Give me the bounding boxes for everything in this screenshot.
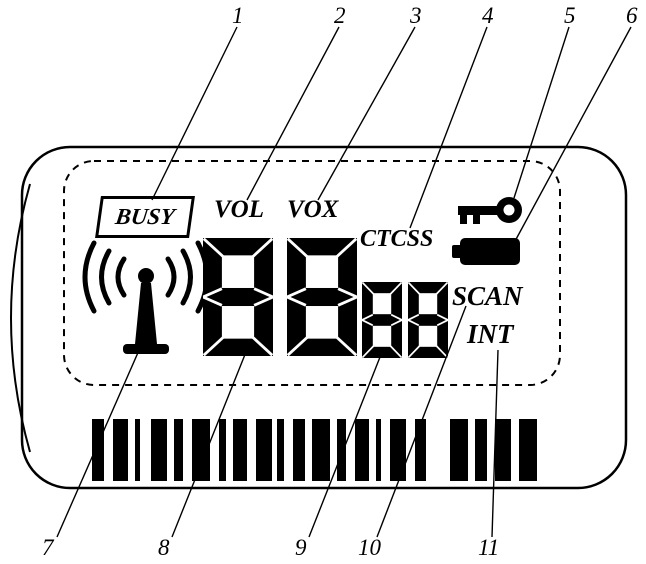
large-digit-group [203, 238, 357, 356]
zebra-bar [277, 419, 284, 481]
zebra-bar [293, 419, 305, 481]
battery-icon [452, 238, 520, 265]
zebra-bar [233, 419, 247, 481]
zebra-bar [450, 419, 468, 481]
callout-1: 1 [232, 3, 244, 28]
zebra-strip [92, 419, 537, 481]
leader-line-2 [246, 26, 340, 201]
zebra-bar [495, 419, 511, 481]
leader-line-6 [513, 26, 632, 244]
callout-10: 10 [358, 535, 381, 560]
viewing-area-dashed-border [63, 160, 561, 386]
int-label: INT [467, 319, 514, 349]
callout-3: 3 [410, 3, 422, 28]
signal-waves-icon [82, 240, 210, 314]
callout-11: 11 [478, 535, 500, 560]
zebra-bar [219, 419, 226, 481]
leader-line-11 [491, 349, 499, 538]
callout-2: 2 [334, 3, 346, 28]
housing-curve [10, 183, 31, 453]
leader-line-5 [513, 26, 570, 199]
leader-line-7 [56, 347, 141, 538]
zebra-bar [174, 419, 183, 481]
leader-lines [56, 26, 632, 538]
leader-line-1 [151, 26, 238, 201]
leader-line-10 [376, 305, 467, 538]
seven-segment-digit-8 [287, 238, 357, 356]
antenna-icon [82, 240, 210, 354]
callout-5: 5 [564, 3, 576, 28]
small-digit-group [362, 282, 448, 358]
ctcss-label: CTCSS [360, 226, 434, 252]
zebra-bar [376, 419, 381, 481]
seven-segment-digit-8 [362, 282, 402, 358]
busy-indicator: BUSY [95, 196, 195, 238]
zebra-bar [519, 419, 537, 481]
leader-line-3 [317, 26, 416, 201]
zebra-bar [337, 419, 346, 481]
zebra-bar [415, 419, 426, 481]
lcd-module-outline [20, 145, 628, 490]
vox-label: VOX [287, 196, 339, 223]
seven-segment-digit-8 [408, 282, 448, 358]
scan-label: SCAN [452, 281, 523, 311]
leader-line-8 [171, 351, 247, 538]
callout-7: 7 [42, 535, 54, 560]
zebra-bar [312, 419, 330, 481]
zebra-bar [135, 419, 140, 481]
vol-label: VOL [214, 196, 264, 223]
busy-label: BUSY [113, 204, 177, 229]
zebra-bar [151, 419, 167, 481]
callout-6: 6 [626, 3, 638, 28]
zebra-bar [113, 419, 128, 481]
callout-8: 8 [158, 535, 170, 560]
seven-segment-digit-8 [203, 238, 273, 356]
zebra-bar [355, 419, 369, 481]
zebra-bar [475, 419, 487, 481]
callout-4: 4 [482, 3, 494, 28]
zebra-bar [192, 419, 210, 481]
leader-line-4 [409, 26, 488, 229]
zebra-bar [92, 419, 104, 481]
leader-line-9 [308, 351, 383, 538]
zebra-bar [390, 419, 406, 481]
key-icon [458, 197, 522, 224]
zebra-bar [256, 419, 272, 481]
callout-9: 9 [295, 535, 307, 560]
